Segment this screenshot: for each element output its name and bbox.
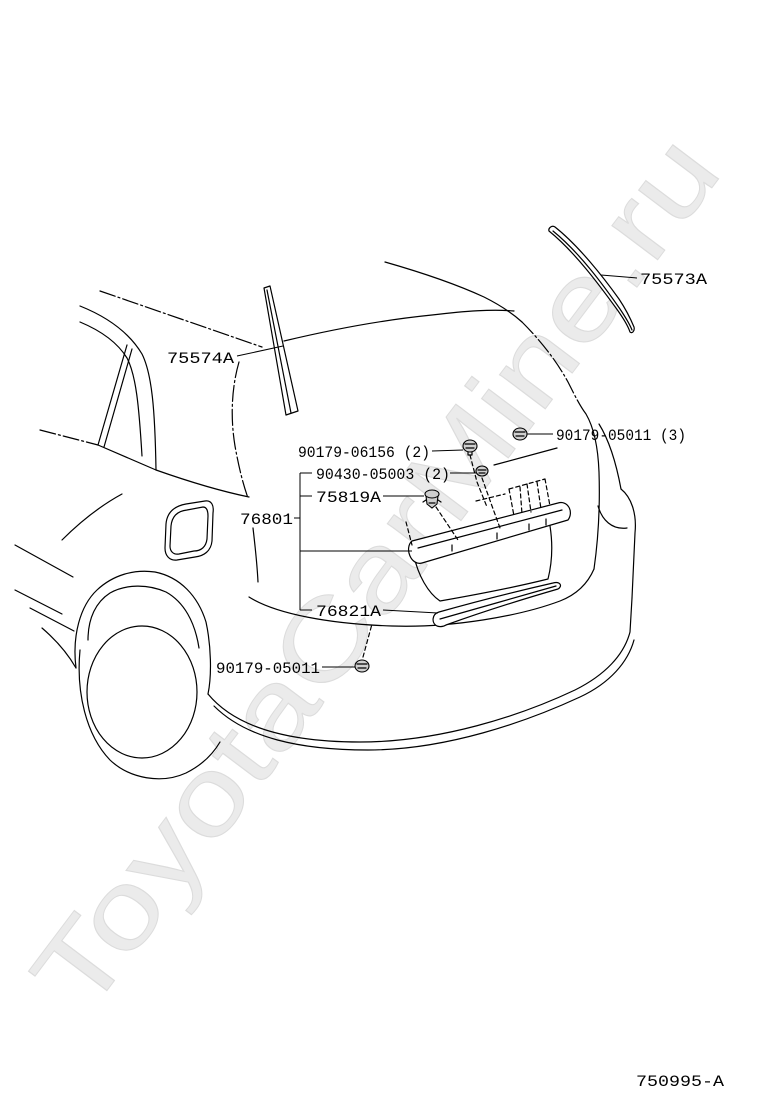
leader-lines [236, 274, 638, 668]
leader-90179-06156 [431, 449, 464, 452]
assembly-line [493, 447, 558, 466]
quarter-window-edge-inner [103, 348, 133, 448]
part-75574a-molding [263, 285, 299, 416]
assembly-line [508, 478, 551, 517]
hatch-left-edge [231, 361, 249, 499]
hatch-bottom-edge [248, 568, 595, 627]
assembly-lines [362, 447, 558, 658]
side-character-line [14, 544, 74, 578]
clip-90179-06156 [462, 439, 478, 456]
bumper-right-side [620, 488, 636, 599]
assembly-line [435, 506, 459, 541]
callout-76821a: 76821A [316, 603, 381, 621]
license-plate-recess [413, 525, 553, 602]
clip-detail [356, 663, 368, 669]
callout-75573a: 75573A [640, 271, 707, 289]
callout-75574a: 75574A [167, 350, 234, 368]
callout-90179-05011-lower: 90179-05011 [216, 660, 320, 678]
figure-code: 750995-A [636, 1073, 724, 1091]
garnish-76801-bosses [451, 518, 547, 552]
clip-head [512, 427, 528, 441]
assembly-line [405, 521, 413, 546]
part-76801-garnish [408, 501, 571, 564]
rear-quarter-right-line [598, 423, 622, 490]
leader-76821a [382, 609, 439, 614]
belt-line [97, 444, 250, 498]
assembly-line [475, 493, 506, 502]
rear-wheel-rim [86, 625, 198, 759]
clip-head [354, 659, 370, 673]
vehicle-body-outline [14, 261, 636, 780]
bumper-notch [597, 505, 628, 529]
clip-detail [514, 431, 526, 437]
leader-76801-bracket [294, 472, 412, 611]
part-76821a-molding [432, 581, 562, 628]
callout-76801: 76801 [240, 511, 293, 529]
side-sill-line [14, 589, 63, 615]
fuel-door-outer [164, 500, 214, 561]
leader-75573a [600, 274, 638, 279]
clip-90179-05011-upper [512, 427, 528, 441]
bumper-bottom-lip [213, 639, 635, 751]
clip-fins [422, 499, 442, 504]
clip-detail [464, 443, 476, 456]
wheel-arch-outer [74, 570, 212, 695]
assembly-line [362, 623, 373, 658]
belt-line-phantom [39, 429, 99, 446]
sill-curve [41, 627, 77, 669]
clip-detail [477, 469, 487, 474]
quarter-panel-line [61, 493, 123, 541]
rear-glass-top-edge [283, 309, 515, 342]
roof-rear-phantom-line [521, 321, 587, 415]
molding-75573a-edge [552, 230, 633, 331]
fuel-door-inner [169, 506, 209, 555]
wheel-arch-inner [87, 585, 200, 649]
clip-head [475, 465, 489, 477]
molding-75573a-body [548, 225, 635, 334]
bumper-lower-edge [207, 597, 633, 743]
roof-rear-line [384, 261, 523, 323]
part-75573a-molding [548, 225, 635, 334]
clip-head [424, 489, 440, 499]
garnish-76801-body [408, 501, 571, 564]
quarter-window-edge [97, 344, 128, 446]
callout-90179-05011-upper: 90179-05011 (3) [556, 427, 686, 445]
clip-75819a [422, 489, 442, 509]
assembly-line [481, 477, 501, 529]
clip-head [462, 439, 478, 453]
clip-90179-05011-lower [354, 659, 370, 673]
roof-side-line [99, 290, 263, 348]
molding-76821a-edge [439, 585, 557, 620]
molding-75574a-edge [266, 289, 292, 414]
callout-90430-05003: 90430-05003 (2) [316, 466, 450, 484]
clip-90430-05003 [475, 465, 489, 477]
hatch-right-edge [585, 413, 600, 570]
callout-90179-06156: 90179-06156 (2) [298, 444, 430, 462]
garnish-76801-edge [417, 509, 563, 549]
callout-labels: 75573A 75574A 90179-06156 (2) 90430-0500… [167, 271, 707, 678]
rear-tire [78, 649, 221, 780]
callout-75819a: 75819A [316, 489, 381, 507]
leader-75574a [236, 345, 284, 357]
c-pillar-outer-edge [79, 305, 157, 471]
side-sill-line-lower [29, 607, 75, 632]
hatch-left-edge-lower [252, 527, 259, 583]
